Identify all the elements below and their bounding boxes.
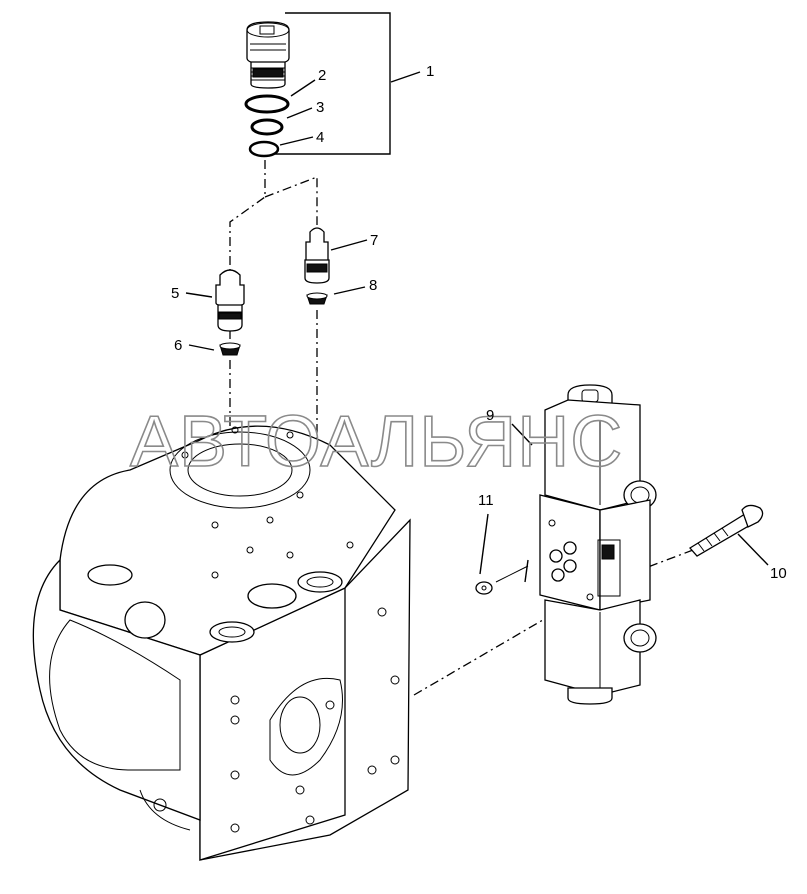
seat-6 [219, 342, 241, 356]
callout-labels: 1 2 3 4 5 6 7 8 9 10 11 [171, 63, 787, 582]
seat-8 [306, 292, 328, 305]
valve-cartridge-5 [215, 269, 245, 332]
solenoid-valve-9 [539, 384, 657, 705]
callout-10: 10 [770, 565, 787, 582]
callout-2: 2 [318, 67, 326, 84]
callout-7: 7 [370, 232, 378, 249]
callout-5: 5 [171, 285, 179, 302]
callout-1: 1 [426, 63, 434, 80]
washer-11 [475, 559, 529, 595]
cartridge-assembly [244, 12, 421, 158]
valve-housing [32, 425, 411, 861]
callout-8: 8 [369, 277, 377, 294]
callout-3: 3 [316, 99, 324, 116]
callout-6: 6 [174, 337, 182, 354]
callout-4: 4 [316, 129, 324, 146]
valve-cartridge-7 [304, 227, 330, 284]
leader-lines [185, 79, 769, 575]
watermark-text: АВТОАЛЬЯНС [130, 402, 623, 482]
callout-11: 11 [478, 492, 494, 509]
bolt-10 [689, 504, 764, 557]
callout-9: 9 [486, 407, 494, 424]
